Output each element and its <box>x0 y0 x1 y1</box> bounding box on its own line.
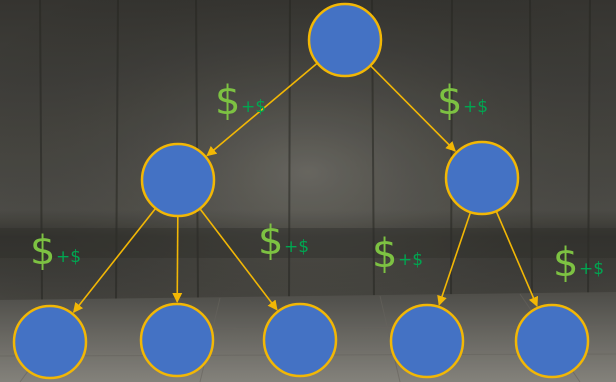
node-l1-right <box>444 140 520 216</box>
node-l2-2 <box>139 302 215 378</box>
node-l2-3 <box>262 302 338 378</box>
dollar-sign-large: $ <box>30 228 55 274</box>
node-l2-1 <box>12 304 88 380</box>
dollar-increment: +$ <box>241 97 266 117</box>
node-root <box>307 2 383 78</box>
cost-label-cost-l1left-b: $+$ <box>258 218 309 264</box>
node-layer <box>12 2 590 380</box>
edge-l1-left-to-l2-1 <box>72 208 156 313</box>
cost-label-cost-l1right-b: $+$ <box>553 240 604 286</box>
cost-label-cost-l1right-a: $+$ <box>372 231 423 277</box>
dollar-increment: +$ <box>56 247 81 267</box>
node-l1-left <box>140 142 216 218</box>
dollar-increment: +$ <box>398 250 423 270</box>
dollar-increment: +$ <box>579 259 604 279</box>
dollar-sign-large: $ <box>437 78 462 124</box>
cost-label-cost-l1left-a: $+$ <box>30 228 81 274</box>
dollar-increment: +$ <box>284 237 309 257</box>
dollar-sign-large: $ <box>215 78 240 124</box>
edge-root-to-l1-left <box>206 63 318 157</box>
dollar-increment: +$ <box>463 97 488 117</box>
edge-layer <box>72 63 539 313</box>
dollar-sign-large: $ <box>258 218 283 264</box>
edge-l1-left-to-l2-3 <box>199 208 278 311</box>
dollar-sign-large: $ <box>372 231 397 277</box>
edge-l1-right-to-l2-4 <box>437 212 471 306</box>
cost-label-layer: $+$$+$$+$$+$$+$$+$ <box>30 78 604 286</box>
edge-l1-right-to-l2-5 <box>495 211 539 308</box>
edge-root-to-l1-right <box>370 65 456 152</box>
cost-label-cost-root-left: $+$ <box>215 78 266 124</box>
edge-l1-left-to-l2-2 <box>172 216 183 303</box>
dollar-sign-large: $ <box>553 240 578 286</box>
node-l2-4 <box>389 303 465 379</box>
cost-label-cost-root-right: $+$ <box>437 78 488 124</box>
node-l2-5 <box>514 303 590 379</box>
